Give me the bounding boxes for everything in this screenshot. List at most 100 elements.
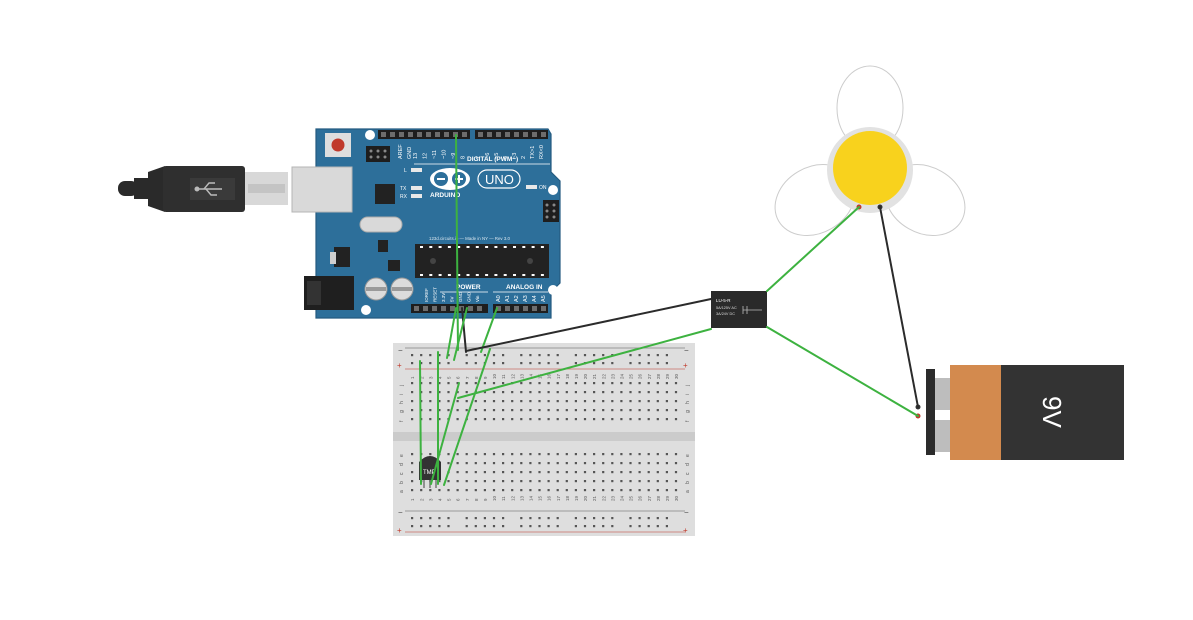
relay[interactable]: LU-5-R 5A/125V AC 3A/24V DC: [711, 291, 767, 328]
column-label: 19: [574, 373, 579, 379]
column-label: 5: [447, 498, 452, 501]
brand-label: ARDUINO: [430, 192, 460, 199]
digital-pin-label: ~3: [512, 153, 518, 159]
rail-minus-top-right: −: [684, 346, 689, 355]
digital-pin-label: ~10: [442, 150, 448, 159]
row-label: c: [399, 472, 405, 475]
column-label: 3: [428, 376, 433, 379]
wire-5v: [446, 307, 457, 359]
row-label: g: [685, 410, 691, 413]
icsp-header-right: [543, 200, 559, 222]
row-label: h: [685, 401, 691, 404]
column-label: 10: [492, 495, 497, 501]
column-label: 7: [465, 376, 470, 379]
row-label: i: [685, 394, 691, 395]
breadboard-labels: 1122334455667788991010111112121313141415…: [399, 373, 691, 501]
usb-cable[interactable]: [118, 166, 288, 212]
column-label: 22: [601, 495, 606, 501]
digital-pin-label: ~5: [494, 153, 500, 159]
svg-text:LU-5-R: LU-5-R: [716, 298, 731, 303]
column-label: 8: [474, 498, 479, 501]
column-label: 29: [665, 495, 670, 501]
rail-plus-top-right: +: [683, 361, 688, 370]
svg-text:UNO: UNO: [485, 172, 514, 187]
column-label: 30: [674, 373, 679, 379]
column-label: 1: [410, 498, 415, 501]
column-label: 2: [419, 376, 424, 379]
wire-relay-gnd: [465, 298, 712, 352]
capacitors: [364, 277, 414, 301]
row-label: a: [685, 490, 691, 493]
digital-pin-label: 8: [461, 156, 467, 159]
column-label: 20: [583, 373, 588, 379]
digital-pin-label: 4: [503, 156, 509, 159]
row-label: a: [399, 490, 405, 493]
wires[interactable]: [419, 134, 919, 486]
column-label: 13: [519, 373, 524, 379]
svg-text:L: L: [404, 168, 407, 174]
row-label: f: [685, 420, 691, 422]
wire-sensor-diag: [430, 382, 460, 485]
power-pin-label: 5V: [450, 296, 455, 302]
column-label: 17: [556, 373, 561, 379]
column-label: 21: [592, 495, 597, 501]
column-label: 25: [629, 373, 634, 379]
analog-pin-label: A2: [514, 295, 520, 302]
column-label: 16: [547, 495, 552, 501]
column-label: 5: [447, 376, 452, 379]
column-label: 19: [574, 495, 579, 501]
column-label: 28: [656, 373, 661, 379]
column-label: 26: [638, 495, 643, 501]
analog-pin-label: A5: [541, 295, 547, 302]
column-label: 24: [620, 373, 625, 379]
column-label: 27: [647, 495, 652, 501]
column-label: 4: [438, 498, 443, 501]
column-label: 6: [456, 376, 461, 379]
digital-pin-label: 13: [413, 153, 419, 159]
analog-pin-label: A1: [505, 295, 511, 302]
digital-pin-label: ~9: [451, 153, 457, 159]
column-label: 24: [620, 495, 625, 501]
reset-button[interactable]: [325, 133, 351, 157]
temperature-sensor[interactable]: TMP: [419, 456, 441, 488]
svg-text:TMP: TMP: [423, 470, 436, 476]
column-label: 18: [565, 373, 570, 379]
power-pin-label: RESET: [433, 287, 438, 302]
power-header: [411, 304, 548, 313]
flower-fan[interactable]: [762, 65, 978, 250]
column-label: 9: [483, 498, 488, 501]
wire-sensor-out: [443, 348, 491, 486]
digital-pin-label: TX>1: [530, 146, 536, 159]
digital-pin-label: GND: [407, 147, 413, 159]
digital-pin-label: AREF: [398, 144, 404, 159]
rail-plus-bottom: +: [397, 526, 402, 535]
svg-text:RX: RX: [400, 194, 408, 200]
wire-relay-battery: [766, 326, 919, 417]
digital-pin-label: 2: [521, 156, 527, 159]
row-label: d: [685, 463, 691, 466]
power-label: POWER: [456, 284, 481, 291]
digital-pin-label: 7: [476, 156, 482, 159]
digital-pin-label: ~6: [485, 153, 491, 159]
battery-9v[interactable]: 9V: [915, 365, 1125, 460]
arduino-uno-board[interactable]: 123d.circuits.io — Made in NY — Rev 3.0 …: [291, 128, 561, 319]
row-label: c: [685, 472, 691, 475]
column-label: 2: [419, 498, 424, 501]
model-badge: UNO: [477, 169, 521, 189]
column-label: 27: [647, 373, 652, 379]
power-pin-label: GND: [467, 291, 472, 302]
rail-minus-bottom: −: [398, 508, 403, 517]
column-label: 6: [456, 498, 461, 501]
column-label: 3: [428, 498, 433, 501]
row-label: e: [685, 454, 691, 457]
svg-text:3A/24V DC: 3A/24V DC: [716, 312, 735, 316]
row-label: g: [399, 410, 405, 413]
row-label: b: [685, 481, 691, 484]
wire-relay-motor: [766, 206, 860, 292]
usb-port: [291, 166, 353, 213]
row-label: e: [399, 454, 405, 457]
row-label: f: [399, 420, 405, 422]
svg-text:ON: ON: [539, 185, 547, 191]
wire-gnd: [461, 307, 467, 353]
